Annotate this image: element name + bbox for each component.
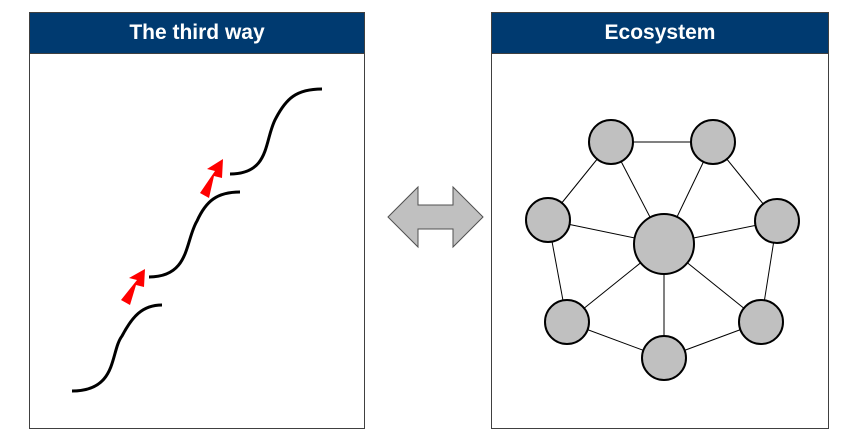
third-way-panel: The third way [29, 12, 365, 429]
red-up-arrow-icon-1 [121, 269, 145, 305]
double-headed-arrow-icon [387, 185, 484, 249]
network-node-center [633, 213, 695, 275]
s-curve-3 [229, 87, 323, 176]
s-curve-group [71, 87, 323, 393]
s-curve-1 [71, 303, 163, 393]
network-node-top-right [690, 119, 736, 165]
third-way-panel-title: The third way [30, 13, 364, 54]
network-node-mid-left [525, 197, 571, 243]
ecosystem-panel-title: Ecosystem [492, 13, 828, 54]
network-node-bottom-left [544, 299, 590, 345]
red-up-arrow-icon-2 [200, 159, 223, 198]
network-node-mid-right [754, 198, 800, 244]
network-nodes [525, 119, 800, 381]
network-node-bottom [641, 335, 687, 381]
network-node-bottom-right [738, 299, 784, 345]
s-curve-2 [148, 190, 241, 279]
network-node-top-left [588, 119, 634, 165]
